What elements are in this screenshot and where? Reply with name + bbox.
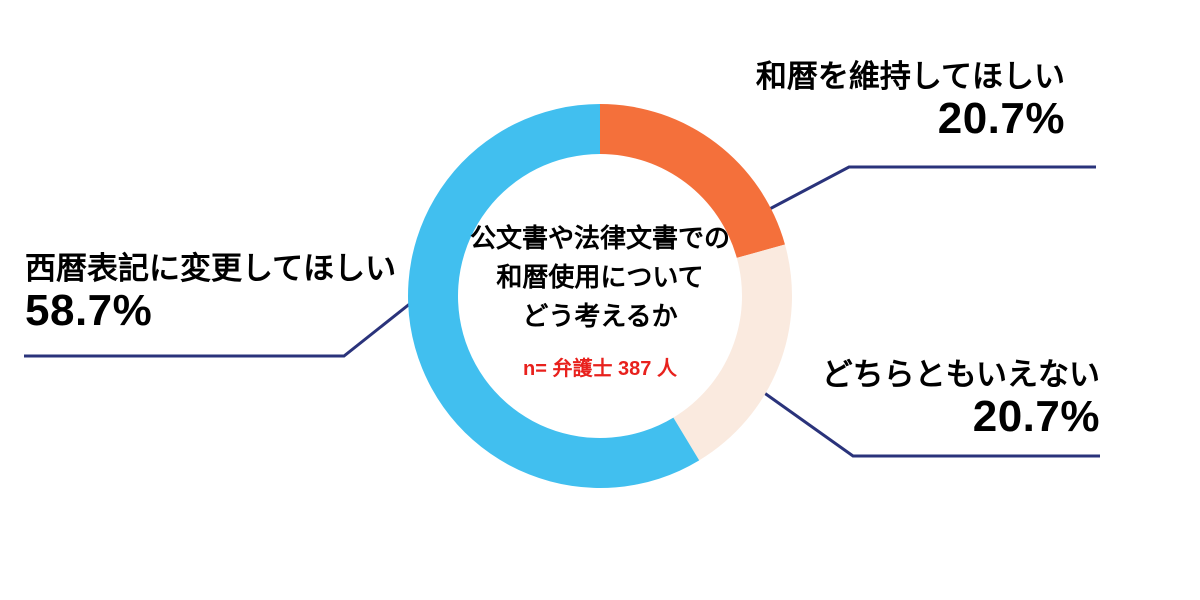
leader-lines: [24, 165, 1100, 458]
donut-segments: [408, 104, 793, 488]
callout-change-seireki-value: 58.7%: [25, 286, 153, 336]
donut-segment-1: [673, 244, 793, 461]
callout-keep-wareki-label: 和暦を維持してほしい: [755, 59, 1065, 94]
callout-change-seireki: 西暦表記に変更してほしい 58.7%: [25, 250, 396, 336]
donut-segment-2: [408, 104, 700, 488]
leader-line-neither: [762, 390, 1100, 458]
chart-title-line-1: 公文書や法律文書での: [469, 223, 731, 253]
chart-title-line-3: どう考えるか: [522, 301, 678, 331]
callout-change-seireki-label: 西暦表記に変更してほしい: [25, 251, 397, 286]
callout-neither-value: 20.7%: [972, 392, 1100, 442]
leader-line-keep-wareki: [761, 165, 1096, 215]
callout-neither-label: どちらともいえない: [821, 357, 1100, 392]
donut-segment-0: [600, 104, 785, 258]
leader-line-change-seireki: [24, 285, 432, 358]
sample-size-note: n= 弁護士 387 人: [523, 358, 677, 380]
callout-keep-wareki: 和暦を維持してほしい 20.7%: [756, 58, 1065, 144]
chart-title: 公文書や法律文書での 和暦使用について どう考えるか n= 弁護士 387 人: [470, 219, 730, 381]
chart-title-line-2: 和暦使用について: [496, 262, 704, 292]
callout-keep-wareki-value: 20.7%: [937, 94, 1065, 144]
callout-neither: どちらともいえない 20.7%: [822, 356, 1100, 442]
